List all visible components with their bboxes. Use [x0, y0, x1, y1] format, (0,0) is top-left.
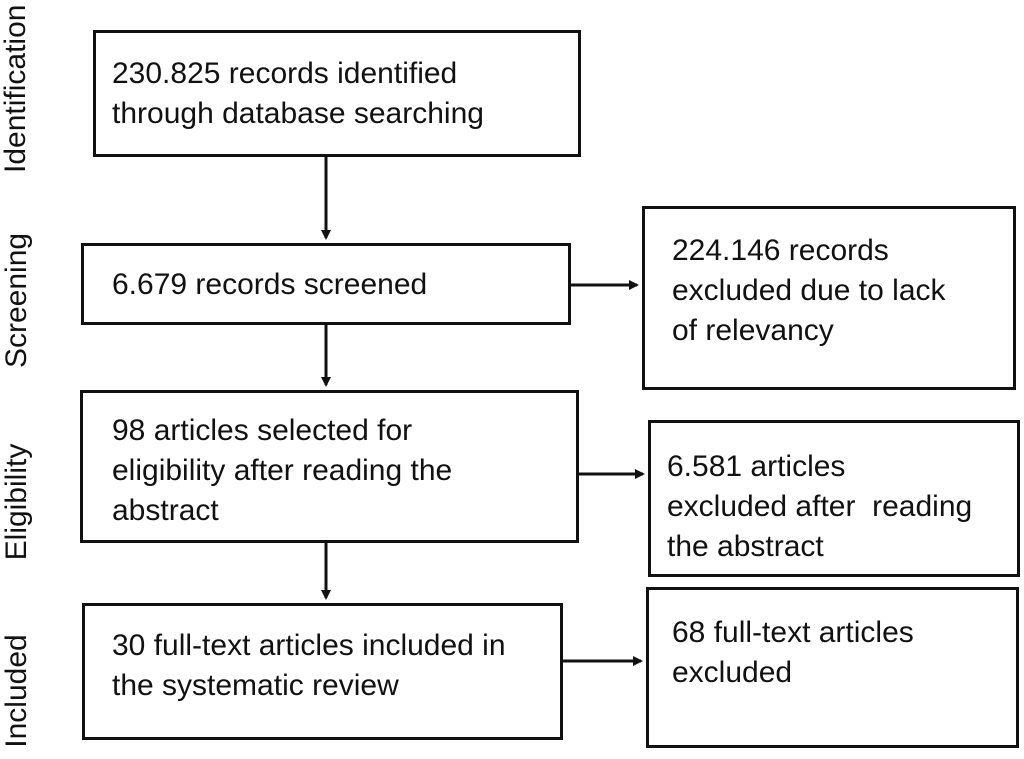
- box-line: abstract: [112, 494, 219, 527]
- box-line: through database searching: [112, 97, 484, 130]
- box-line: 6.679 records screened: [112, 268, 428, 301]
- box-records-identified: 230.825 records identified through datab…: [93, 30, 581, 157]
- box-line: 230.825 records identified: [112, 57, 458, 90]
- box-line: 224.146 records: [672, 234, 889, 267]
- box-articles-selected-eligibility: 98 articles selected for eligibility aft…: [80, 390, 579, 543]
- box-records-screened: 6.679 records screened: [81, 243, 571, 325]
- box-line: 98 articles selected for: [112, 414, 413, 447]
- box-line: eligibility after reading the: [112, 454, 453, 487]
- box-line: excluded after reading: [667, 490, 973, 523]
- box-fulltext-excluded: 68 full-text articles excluded: [646, 587, 1019, 748]
- box-line: of relevancy: [672, 314, 834, 347]
- box-line: the abstract: [667, 530, 824, 563]
- box-line: the systematic review: [112, 669, 399, 702]
- box-line: 68 full-text articles: [672, 616, 914, 649]
- box-articles-excluded-abstract: 6.581 articles excluded after reading th…: [648, 420, 1020, 577]
- box-line: 30 full-text articles included in: [112, 629, 506, 662]
- box-records-excluded-relevancy: 224.146 records excluded due to lack of …: [642, 206, 1016, 390]
- box-fulltext-included-review: 30 full-text articles included in the sy…: [82, 603, 563, 740]
- box-line: 6.581 articles: [667, 450, 846, 483]
- box-line: excluded: [672, 656, 793, 689]
- box-line: excluded due to lack: [672, 274, 946, 307]
